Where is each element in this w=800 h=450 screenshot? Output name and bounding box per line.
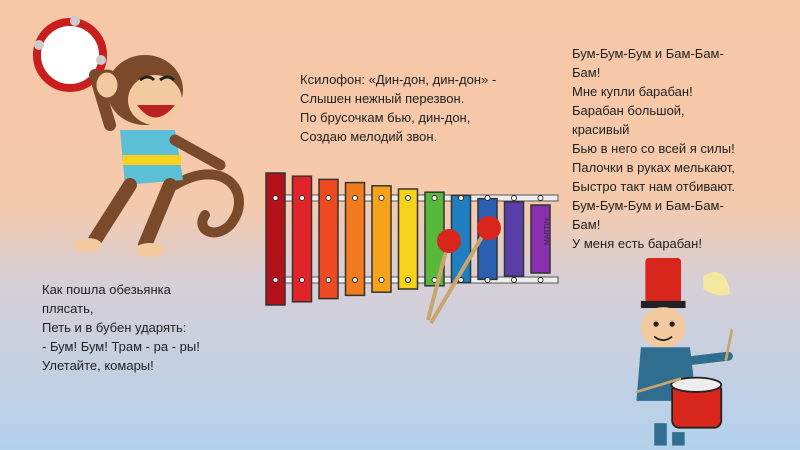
monkey-poem: Как пошла обезьянка плясать, Петь и в бу… [42,282,200,373]
xylophone-bar [530,204,551,274]
bar-peg [272,195,279,201]
bar-peg [272,277,279,283]
bar-peg [299,277,305,283]
mallet-stick [426,242,450,321]
xylophone-bar [265,172,286,306]
bar-peg [537,277,544,283]
bar-peg [352,277,358,283]
mallet-head [437,229,461,253]
bar-peg [325,195,332,201]
xylophone-bar [318,178,339,300]
bar-peg [511,195,517,201]
bar-peg [352,195,358,201]
monkey-with-tambourine-illustration [33,16,244,257]
bar-peg [378,195,385,201]
xylophone-bar [397,188,419,290]
xylophone-illustration: MARTIN [265,172,559,325]
drum-poem: Бум-Бум-Бум и Бам-Бам- Бам! Мне купли ба… [572,46,735,251]
bar-peg [511,277,517,283]
xylophone-bar [344,181,366,297]
mallet-stick [429,228,488,325]
mallet-head [477,216,501,240]
bar-peg [405,195,411,201]
bar-peg [484,195,491,201]
bar-peg [431,195,438,201]
xylophone-brand-logo: MARTIN [544,218,551,245]
bar-peg [299,195,305,201]
bar-peg [484,277,491,283]
bar-peg [378,277,385,283]
bar-peg [458,195,464,201]
bar-peg [325,277,332,283]
xylophone-bar [371,185,392,293]
xylophone-bar [291,175,313,303]
bar-peg [537,195,544,201]
bar-peg [405,277,411,283]
xylophone-poem: Ксилофон: «Дин-дон, дин-дон» - Слышен не… [300,72,497,144]
xylophone-bar [503,201,525,277]
drummer-boy-illustration [636,258,734,446]
